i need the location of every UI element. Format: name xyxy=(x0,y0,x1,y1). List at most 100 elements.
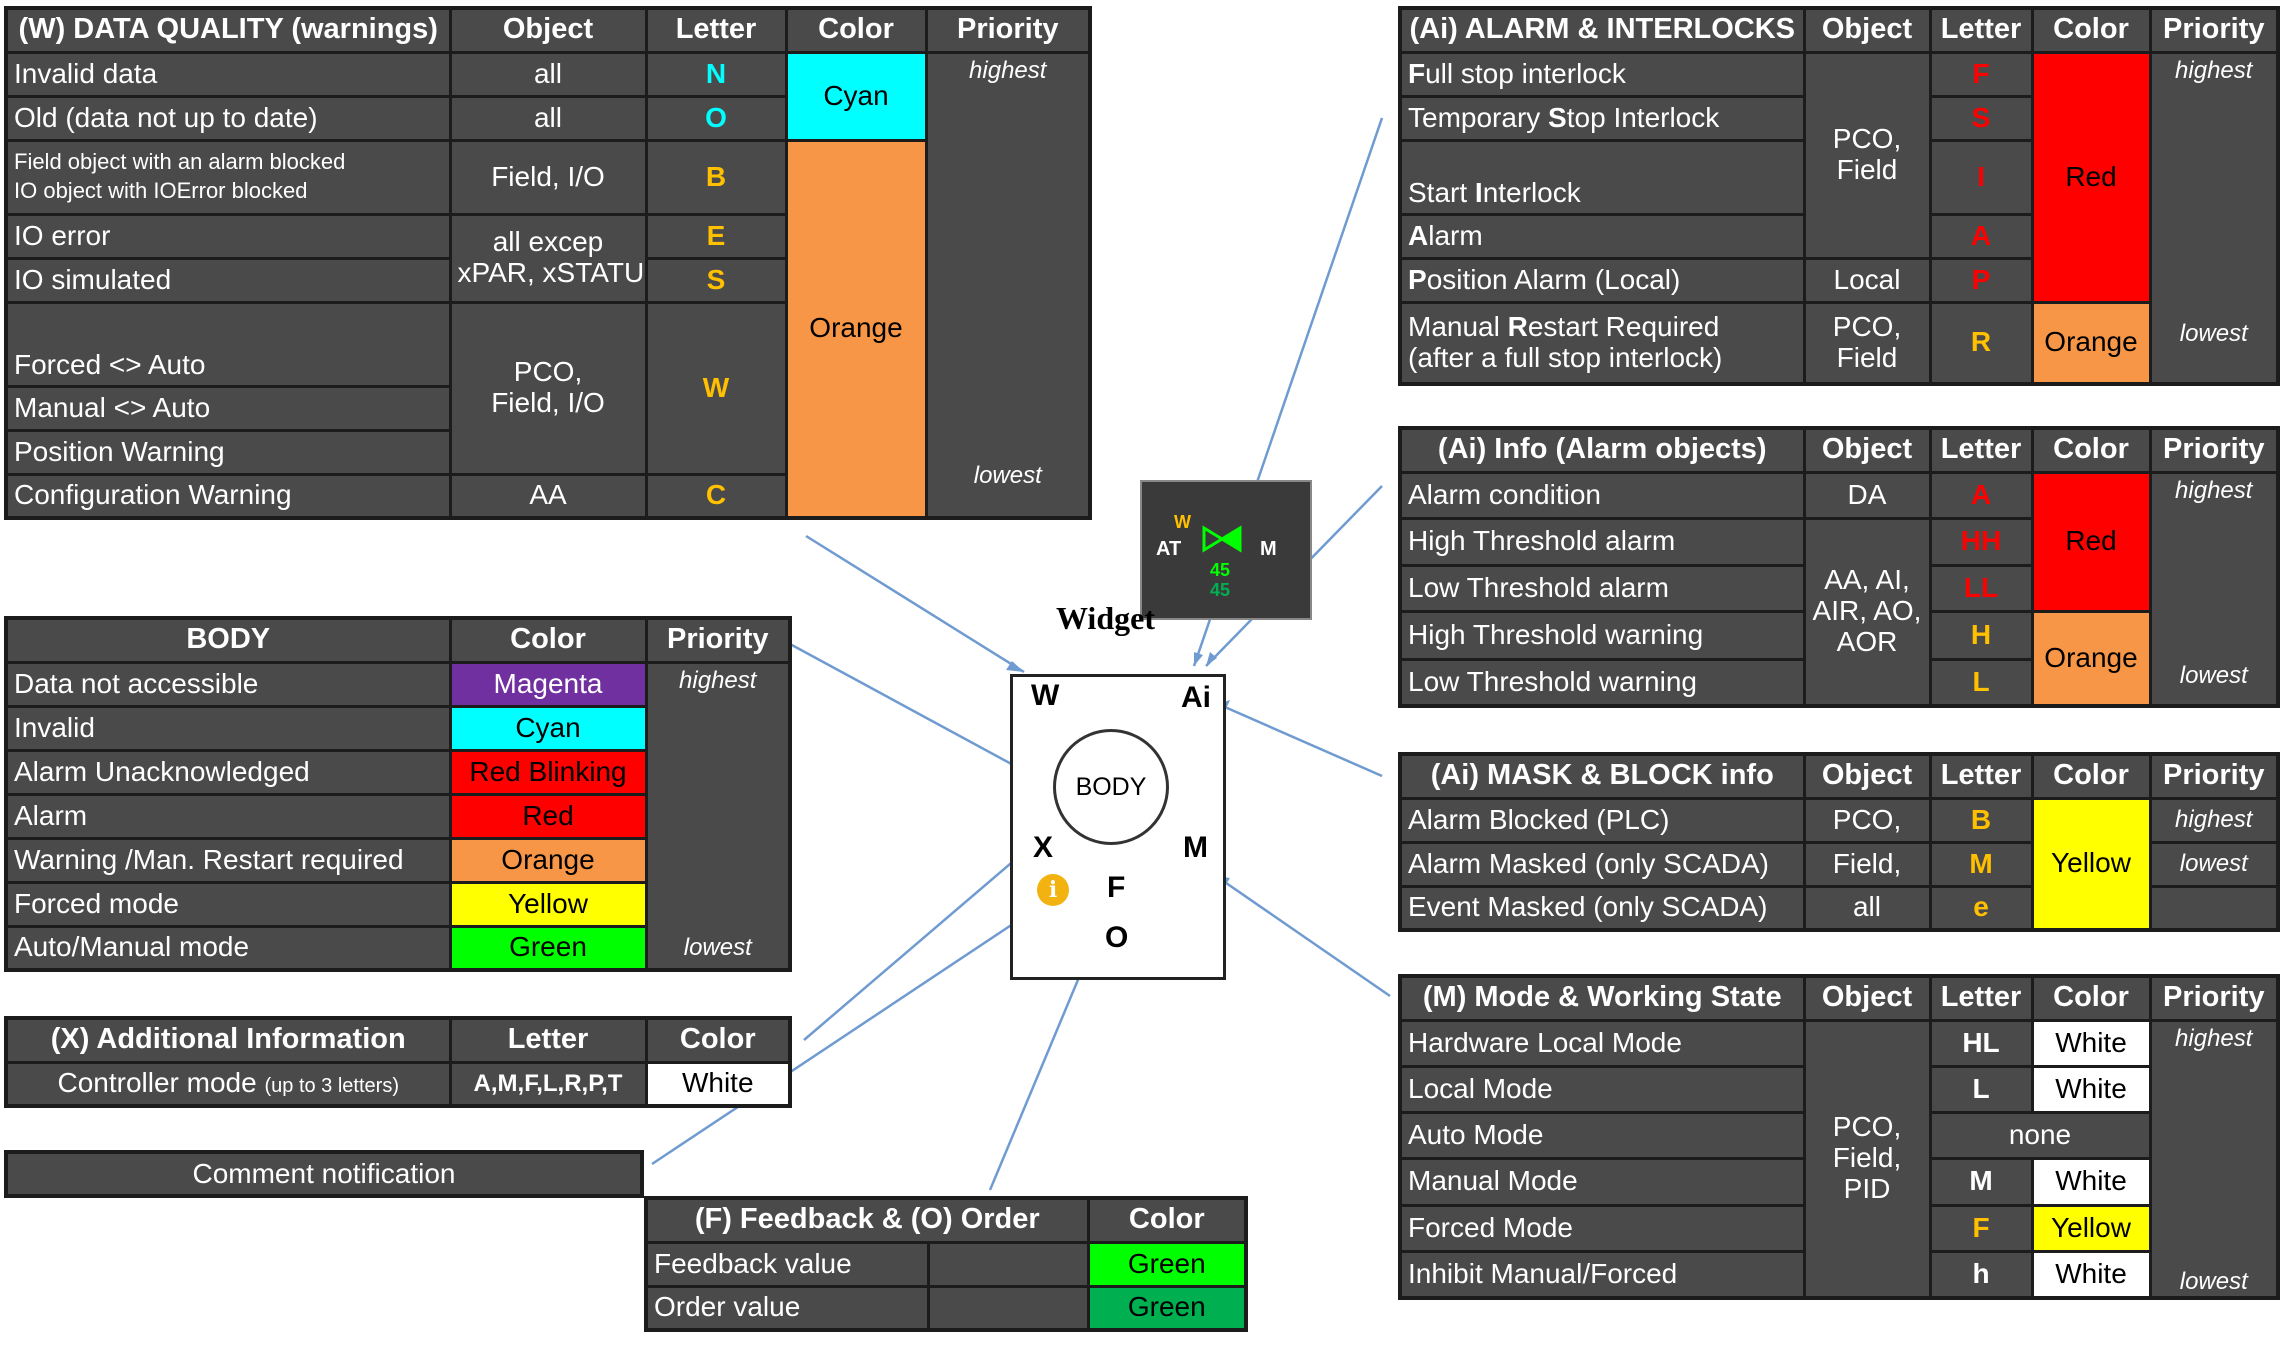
row-letter: LL xyxy=(1928,564,2034,614)
color-cell-orange: Orange xyxy=(448,836,648,884)
object-line: all excep xyxy=(492,226,604,258)
row-label: Alarm condition xyxy=(1398,470,1806,520)
header-color: Color xyxy=(784,6,928,54)
row-letter: O xyxy=(644,94,788,142)
priority-column: highest lowest xyxy=(644,660,792,972)
row-label: Alarm xyxy=(1398,212,1806,260)
feedback-order-table: (F) Feedback & (O) Order Color Feedback … xyxy=(644,1196,1249,1332)
header-object: Object xyxy=(1802,974,1932,1022)
body-table: BODY Color Priority Data not accessible … xyxy=(4,616,792,972)
widget-title: Widget xyxy=(1056,600,1155,636)
row-object: PCO, Field xyxy=(1802,300,1932,386)
object-line: PCO, xyxy=(513,356,583,388)
connector-mask-block xyxy=(1217,702,1383,778)
header-letter: Letter xyxy=(1928,6,2034,54)
object-line: PCO, xyxy=(1832,310,1902,342)
label-part: Temporary xyxy=(1408,101,1549,133)
row-object: PCO, xyxy=(1802,796,1932,844)
priority-column: highest lowest xyxy=(2148,50,2280,386)
label-key-letter: R xyxy=(1507,310,1528,342)
label-part: top Interlock xyxy=(1566,101,1720,133)
object-line: PCO, xyxy=(1832,1111,1902,1143)
header-priority: Priority xyxy=(644,616,792,664)
row-label: Manual Restart Required (after a full st… xyxy=(1398,300,1806,386)
color-cell-green: Green xyxy=(448,924,648,972)
feedback-order-title: (F) Feedback & (O) Order xyxy=(644,1196,1090,1244)
row-letter: R xyxy=(1928,300,2034,386)
color-cell-red: Red xyxy=(2030,50,2152,304)
color-cell-white: White xyxy=(2030,1018,2152,1068)
row-label: Forced Mode xyxy=(1398,1203,1806,1253)
controller-mode-letters: A,M,F,L,R,P,T xyxy=(448,1060,648,1108)
header-letter: Letter xyxy=(448,1016,648,1064)
mode-state-title: (M) Mode & Working State xyxy=(1398,974,1806,1022)
object-line: Field xyxy=(1836,154,1898,185)
row-label-line1: Field object with an alarm blocked xyxy=(14,149,346,175)
row-letter: L xyxy=(1928,658,2034,707)
row-label: Hardware Local Mode xyxy=(1398,1018,1806,1068)
row-letter: h xyxy=(1928,1249,2034,1300)
header-priority: Priority xyxy=(2148,426,2280,474)
row-letter: B xyxy=(644,138,788,216)
widget-letter-f: F xyxy=(1107,871,1126,904)
color-cell-orange: Orange xyxy=(784,138,928,520)
row-object: DA xyxy=(1802,470,1932,520)
object-line: PID xyxy=(1843,1172,1891,1204)
row-letter: HL xyxy=(1928,1018,2034,1068)
header-color: Color xyxy=(448,616,648,664)
priority-lowest: lowest xyxy=(2179,1268,2248,1296)
color-cell-red: Red xyxy=(2030,470,2152,614)
priority-lowest: lowest xyxy=(2179,320,2248,348)
controller-mode-label: Controller mode (up to 3 letters) xyxy=(4,1060,452,1108)
header-object: Object xyxy=(448,6,648,54)
color-cell-cyan: Cyan xyxy=(448,704,648,752)
row-letter: N xyxy=(644,50,788,98)
row-label: Inhibit Manual/Forced xyxy=(1398,1249,1806,1300)
row-label: Manual <> Auto xyxy=(4,384,452,432)
color-cell-white: White xyxy=(2030,1064,2152,1115)
connector-mode-state xyxy=(1215,874,1391,998)
row-letter: W xyxy=(644,300,788,476)
additional-info-table: (X) Additional Information Letter Color … xyxy=(4,1016,792,1108)
row-letter: F xyxy=(1928,50,2034,98)
controller-mode-text: Controller mode xyxy=(57,1067,265,1099)
row-none: none xyxy=(1928,1110,2152,1161)
widget-letter-m: M xyxy=(1183,831,1208,864)
example-value-feedback: 45 xyxy=(1210,560,1231,580)
row-letter: e xyxy=(1928,884,2034,932)
row-object: PCO, Field xyxy=(1802,50,1932,260)
empty-cell xyxy=(926,1284,1090,1332)
row-label: High Threshold warning xyxy=(1398,610,1806,661)
row-object: Field, xyxy=(1802,840,1932,888)
row-letter: P xyxy=(1928,256,2034,304)
row-letter: S xyxy=(644,256,788,304)
row-letter: F xyxy=(1928,1203,2034,1253)
body-title: BODY xyxy=(4,616,452,664)
row-letter: C xyxy=(644,472,788,520)
mode-state-table: (M) Mode & Working State Object Letter C… xyxy=(1398,974,2280,1300)
row-label: Alarm Blocked (PLC) xyxy=(1398,796,1806,844)
priority-highest: highest xyxy=(2148,796,2280,844)
row-object: Field, I/O xyxy=(448,138,648,216)
row-object: PCO, Field, PID xyxy=(1802,1018,1932,1299)
header-letter: Letter xyxy=(1928,752,2034,800)
alarm-interlocks-table: (Ai) ALARM & INTERLOCKS Object Letter Co… xyxy=(1398,6,2280,386)
empty-cell xyxy=(926,1240,1090,1288)
example-value-order: 45 xyxy=(1210,580,1231,600)
row-object: AA, AI, AIR, AO, AOR xyxy=(1802,516,1932,707)
widget-body-circle: BODY xyxy=(1053,729,1169,845)
header-letter: Letter xyxy=(1928,974,2034,1022)
row-letter: A xyxy=(1928,212,2034,260)
row-label: Alarm xyxy=(4,792,452,840)
row-object: all xyxy=(448,50,648,98)
color-cell-orange: Orange xyxy=(2030,610,2152,707)
example-letter-at: AT xyxy=(1156,538,1182,560)
row-object: all xyxy=(448,94,648,142)
row-label: Data not accessible xyxy=(4,660,452,708)
info-alarm-objects-table: (Ai) Info (Alarm objects) Object Letter … xyxy=(1398,426,2280,708)
additional-info-title: (X) Additional Information xyxy=(4,1016,452,1064)
priority-highest: highest xyxy=(969,56,1047,84)
header-object: Object xyxy=(1802,426,1932,474)
row-label: Alarm Unacknowledged xyxy=(4,748,452,796)
row-label: Invalid xyxy=(4,704,452,752)
